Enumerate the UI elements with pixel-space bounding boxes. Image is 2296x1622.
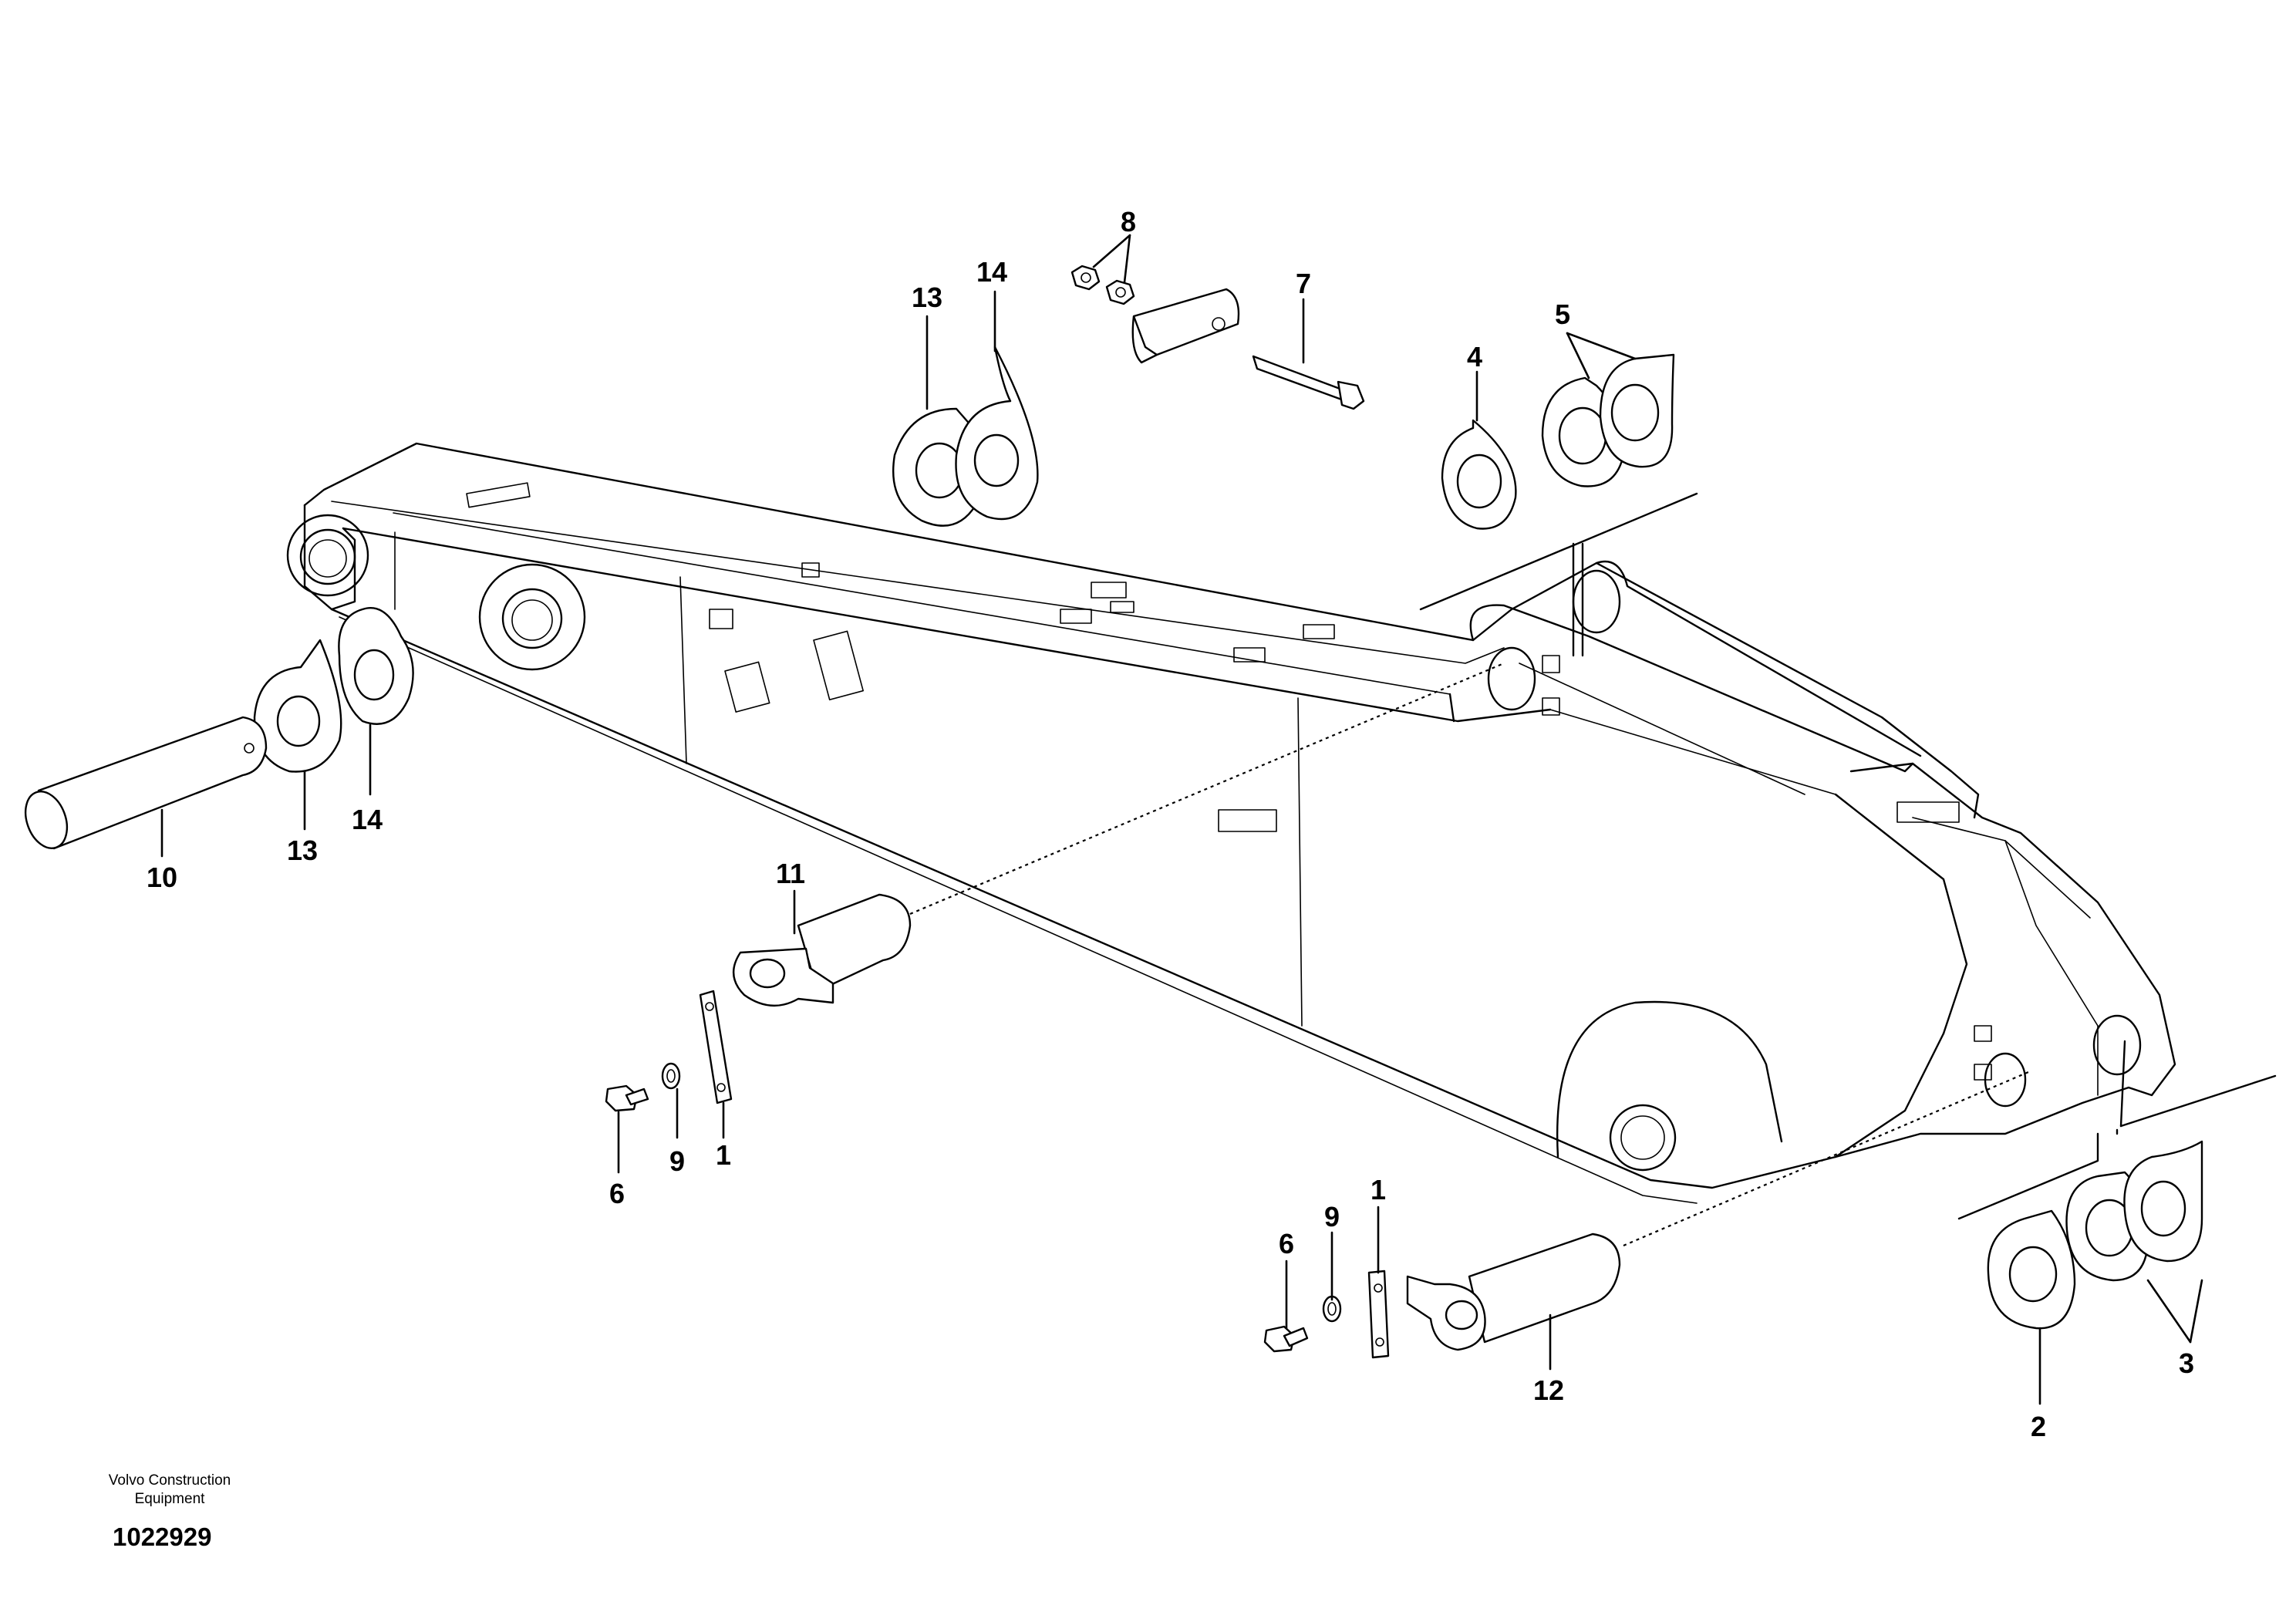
arm-structure [286, 442, 2176, 1204]
pin-11 [732, 893, 912, 1007]
callout-5: 5 [1555, 298, 1570, 330]
callout-6-left: 6 [609, 1178, 625, 1209]
footer-brand-block: Volvo Construction Equipment 1022929 [77, 1472, 262, 1552]
pin-12 [1406, 1233, 1621, 1351]
callout-7: 7 [1296, 268, 1311, 299]
callouts: 13 14 8 7 4 5 10 13 14 11 1 9 6 1 9 6 12… [147, 206, 2194, 1442]
callout-2: 2 [2031, 1411, 2046, 1442]
shim-4 [1441, 419, 1517, 530]
shim-14-top [955, 346, 1039, 521]
alignment-lines [909, 662, 2029, 1247]
callout-8: 8 [1121, 206, 1136, 238]
lock-plate-1-b [1367, 1270, 1390, 1359]
callout-14-top: 14 [976, 256, 1007, 288]
nut-8-a [1070, 265, 1101, 291]
pin-7 [1131, 288, 1240, 364]
shim-13-left [253, 639, 342, 773]
group-brackets [1419, 492, 2277, 1220]
leader-lines [160, 234, 2203, 1405]
shim-5-b [1599, 353, 1675, 468]
callout-9-right: 9 [1324, 1201, 1340, 1233]
brand-line-1: Volvo Construction [108, 1472, 231, 1489]
shim-14-left [338, 607, 414, 725]
callout-14-left: 14 [352, 804, 383, 835]
bolt-6-a [605, 1084, 649, 1112]
callout-13-left: 13 [287, 835, 318, 866]
bolt-6-b [1263, 1325, 1309, 1353]
shim-2 [1987, 1209, 2076, 1330]
bolt-7 [1252, 355, 1365, 410]
nut-8-b [1105, 279, 1135, 305]
callout-3: 3 [2179, 1347, 2194, 1379]
callout-4: 4 [1467, 341, 1482, 373]
callout-1-left: 1 [716, 1139, 731, 1171]
document-number: 1022929 [113, 1523, 212, 1551]
callout-13-top: 13 [912, 282, 942, 313]
callout-12: 12 [1533, 1374, 1564, 1406]
callout-6-right: 6 [1279, 1228, 1294, 1259]
shim-3-b [2123, 1140, 2203, 1263]
lock-plate-1-a [699, 990, 733, 1104]
callout-11: 11 [776, 858, 805, 889]
brand-line-2: Equipment [134, 1491, 205, 1507]
pin-10 [24, 716, 268, 850]
callout-1-right: 1 [1371, 1174, 1386, 1206]
callout-10: 10 [147, 862, 177, 893]
callout-9-left: 9 [669, 1145, 685, 1177]
washer-9-a [661, 1062, 681, 1090]
